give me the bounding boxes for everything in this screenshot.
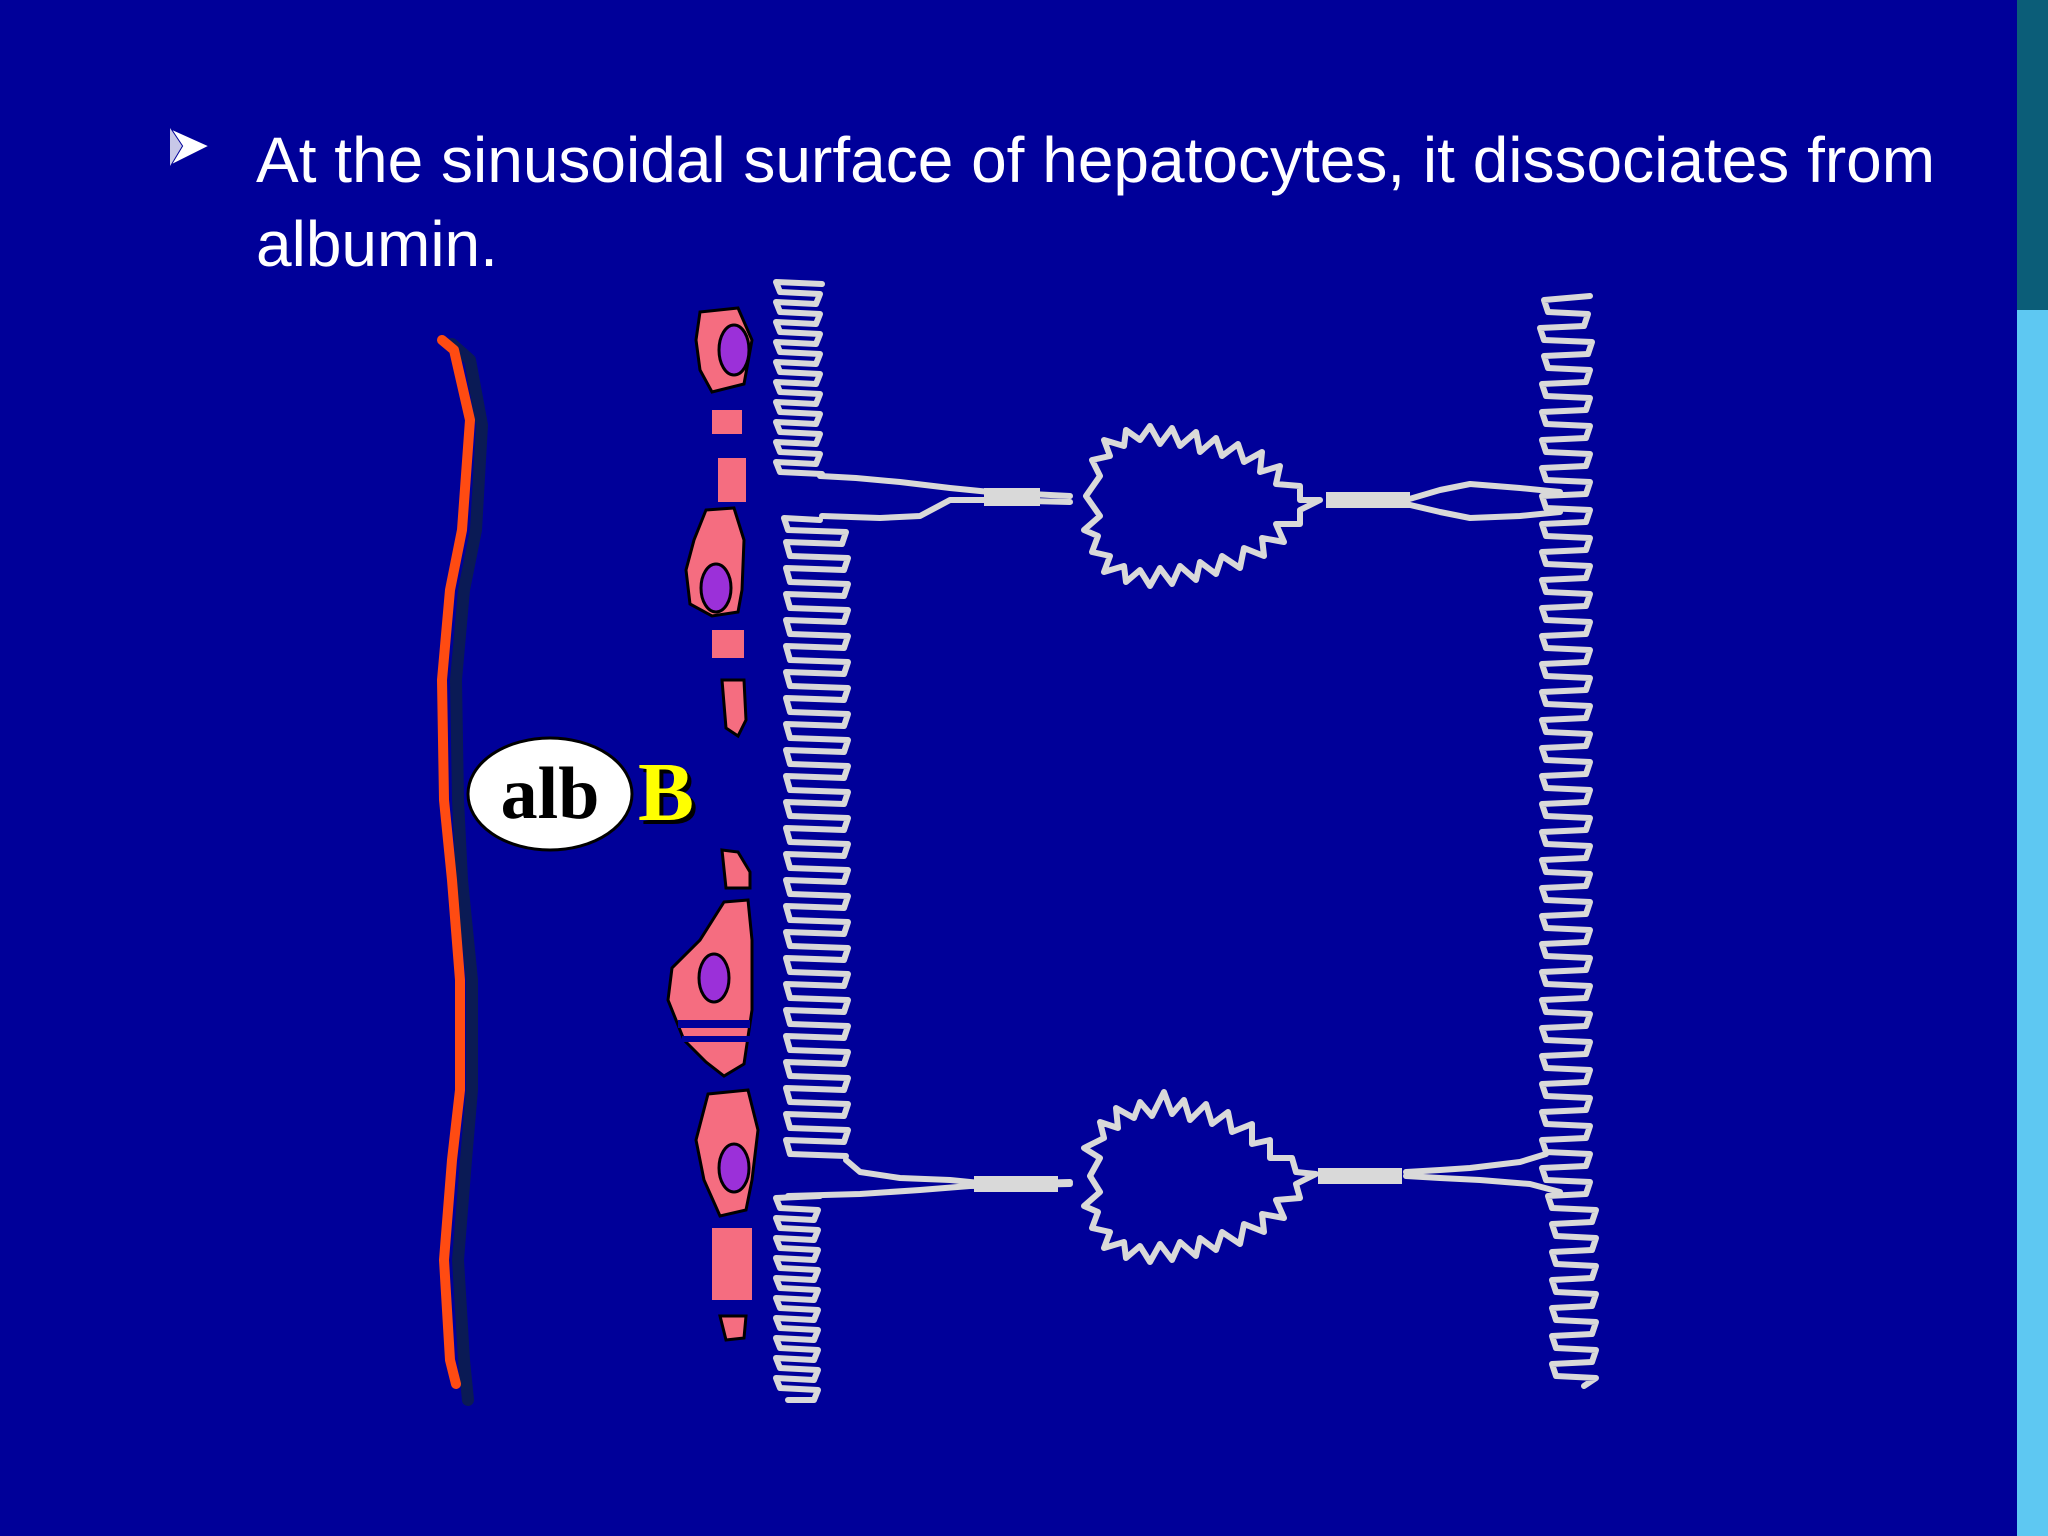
right-microvilli <box>1537 293 1599 1389</box>
sinusoid-wall <box>437 335 488 1406</box>
endothelial-segment <box>720 678 748 739</box>
nucleus <box>717 323 751 377</box>
endothelial-segment <box>718 1314 748 1342</box>
left-microvilli-lower <box>773 1193 823 1403</box>
endothelial-segment <box>718 458 746 502</box>
bilirubin-label-shadow: B <box>642 750 698 843</box>
hepatocyte-membranes <box>773 279 1599 1403</box>
left-microvilli-middle <box>781 515 851 1159</box>
lower-junction-plaque-right <box>1318 1168 1402 1184</box>
bilirubin-label: B <box>638 746 694 839</box>
upper-junction-plaque-right <box>1326 492 1410 508</box>
side-accent-bar-dark <box>2017 0 2048 310</box>
nucleus <box>699 562 733 614</box>
endothelial-segment <box>712 1228 752 1300</box>
lower-junction-plaque-left <box>974 1176 1058 1192</box>
bullet-text: At the sinusoidal surface of hepatocytes… <box>256 124 1936 280</box>
albumin-label: alb <box>501 753 600 835</box>
endothelial-band <box>682 1036 752 1042</box>
upper-bile-canaliculus <box>1081 423 1323 589</box>
nucleus <box>697 952 731 1004</box>
lower-junction-right-lower <box>1403 1173 1563 1195</box>
albumin-ellipse <box>466 736 634 852</box>
upper-junction-plaque-left <box>984 488 1040 506</box>
endothelial-segment <box>712 630 744 658</box>
upper-junction-right <box>1403 481 1563 503</box>
endothelial-cells <box>666 306 760 1342</box>
albumin-bilirubin-complex: alb B B <box>466 736 698 852</box>
endothelial-band <box>678 1020 750 1028</box>
upper-junction-right-lower <box>1403 501 1563 521</box>
endothelial-segment <box>720 848 752 890</box>
side-accent-bar-light <box>2017 310 2048 1536</box>
left-microvilli-upper <box>773 279 825 477</box>
lower-junction-right <box>1403 1151 1549 1175</box>
arrowhead-bullet-icon <box>167 125 213 169</box>
lower-bile-canaliculus <box>1081 1089 1319 1265</box>
nucleus <box>717 1142 751 1194</box>
endothelial-segment <box>712 410 742 434</box>
